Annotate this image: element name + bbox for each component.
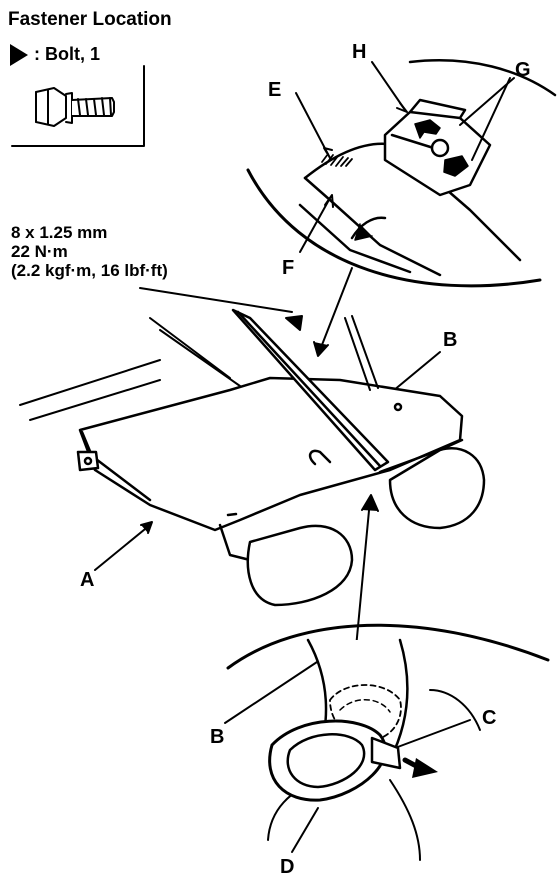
bottom-detail-view (226, 623, 550, 861)
label-b-detail: B (210, 726, 225, 748)
bolt-icon (35, 87, 115, 127)
fastener-legend: : Bolt, 1 (8, 42, 100, 66)
bolt-box-frame (11, 65, 145, 147)
legend-text: : Bolt, 1 (34, 43, 100, 64)
label-c: C (482, 707, 497, 729)
label-h: H (352, 41, 367, 63)
seat-assembly (19, 308, 486, 607)
legend-marker-spacer (8, 42, 30, 66)
top-detail-view (246, 59, 557, 288)
label-a: A (80, 569, 95, 591)
bolt-marker-icon (10, 44, 28, 66)
page-title: Fastener Location (8, 9, 172, 30)
torque-spec: 8 x 1.25 mm 22 N·m (2.2 kgf·m, 16 lbf·ft… (11, 223, 168, 280)
label-b-main: B (443, 329, 458, 351)
label-d: D (280, 856, 295, 878)
label-g: G (515, 59, 531, 81)
label-f: F (282, 257, 295, 279)
spec-torque-nm: 22 N·m (11, 242, 68, 261)
spec-size: 8 x 1.25 mm (11, 223, 108, 242)
spec-torque-alt: (2.2 kgf·m, 16 lbf·ft) (11, 261, 168, 280)
label-e: E (268, 79, 282, 101)
